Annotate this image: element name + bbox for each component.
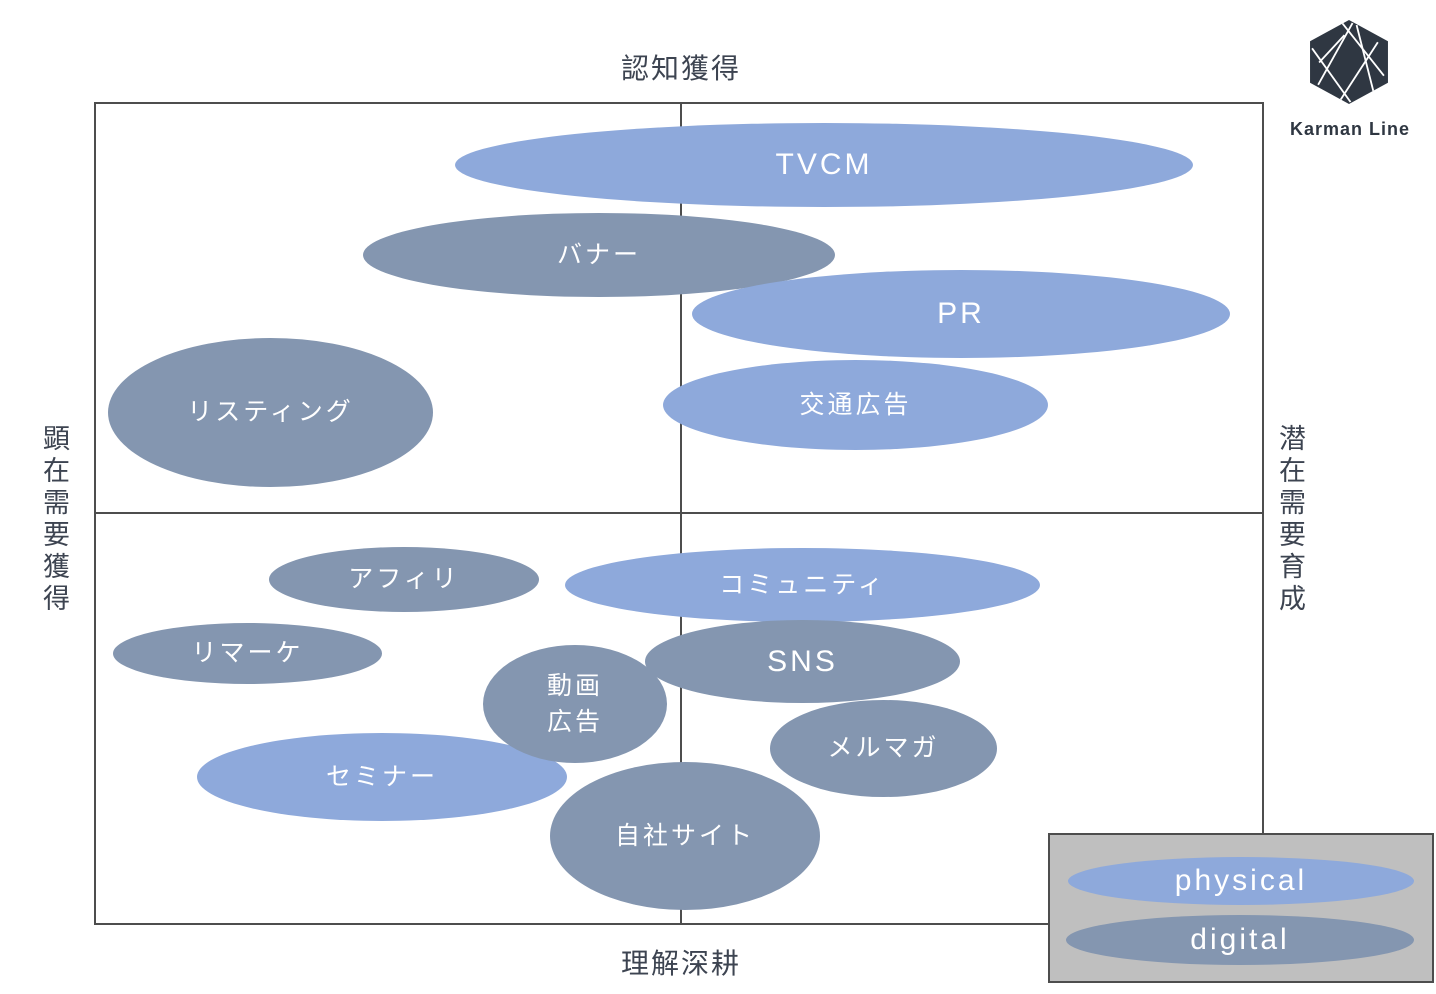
bubble-label: アフィリ <box>348 565 460 594</box>
legend: physical digital <box>1048 833 1434 983</box>
bubble-label: コミュニティ <box>719 570 886 599</box>
bubble-label: PR <box>937 297 985 331</box>
horizontal-axis-line <box>94 512 1264 514</box>
bubble-remarketing: リマーケ <box>113 623 382 684</box>
bubble-affiliate: アフィリ <box>269 547 539 612</box>
bubble-label: TVCM <box>775 148 873 182</box>
bubble-mailmag: メルマガ <box>770 700 997 797</box>
bubble-label: 自社サイト <box>614 821 755 850</box>
bubble-banner: バナー <box>363 213 835 297</box>
bubble-label: SNS <box>767 644 838 678</box>
bubble-label: リマーケ <box>191 639 304 668</box>
axis-label-left: 顕在需要獲得 <box>39 424 69 616</box>
bubble-own-site: 自社サイト <box>550 762 820 910</box>
bubble-listing: リスティング <box>108 338 433 487</box>
bubble-tvcm: TVCM <box>455 123 1193 207</box>
legend-label: digital <box>1190 923 1290 956</box>
bubble-pr: PR <box>692 270 1230 358</box>
bubble-label: リスティング <box>187 398 354 427</box>
bubble-label: メルマガ <box>827 734 940 763</box>
bubble-transit-ad: 交通広告 <box>663 360 1048 450</box>
brand-name: Karman Line <box>1289 119 1411 139</box>
bubble-label: セミナー <box>325 762 438 791</box>
bubble-video-ad: 動画 広告 <box>483 645 667 763</box>
legend-item-physical: physical <box>1068 857 1414 905</box>
brand-logo: Karman Line <box>1268 16 1432 146</box>
legend-label: physical <box>1174 864 1308 897</box>
hexagon-lattice-icon <box>1310 20 1388 104</box>
bubble-seminar: セミナー <box>197 733 567 821</box>
axis-label-right: 潜在需要育成 <box>1275 424 1305 616</box>
bubble-label: 交通広告 <box>799 390 912 419</box>
axis-label-bottom: 理解深耕 <box>620 948 741 979</box>
bubble-sns: SNS <box>645 620 960 703</box>
bubble-label: 動画 広告 <box>546 671 603 736</box>
axis-label-top: 認知獲得 <box>620 53 741 84</box>
legend-item-digital: digital <box>1066 915 1414 965</box>
bubble-community: コミュニティ <box>565 548 1040 622</box>
bubble-label: バナー <box>556 240 641 269</box>
